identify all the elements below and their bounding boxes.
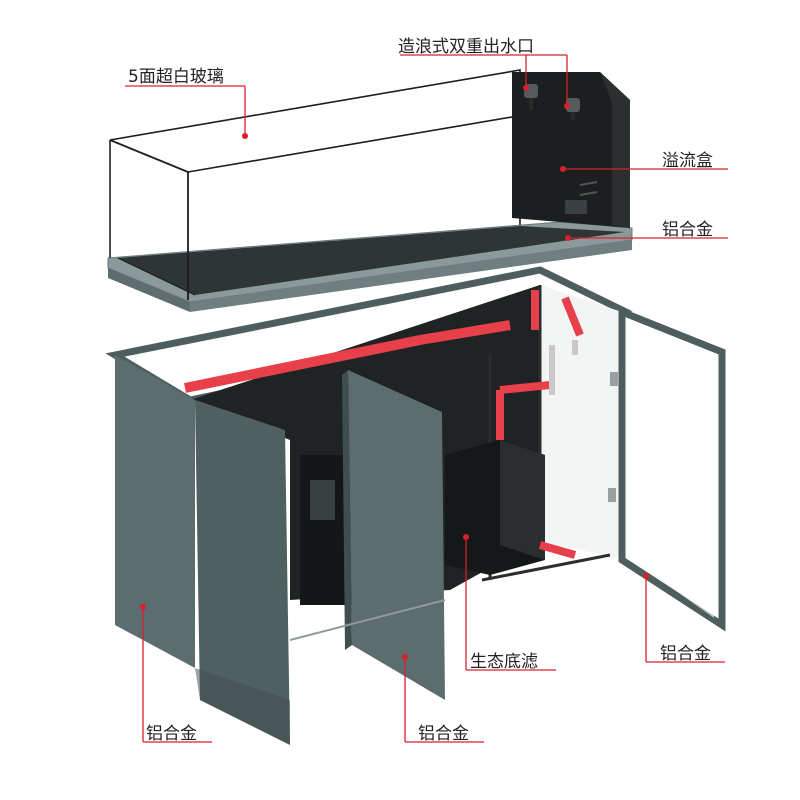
cabinet-left-panel — [115, 355, 195, 668]
leader-sump — [463, 534, 556, 671]
cabinet-left-door — [195, 400, 290, 745]
leader-overflow-box — [560, 166, 728, 172]
cabinet-middle-door — [348, 370, 445, 700]
cabinet-right-glass-door — [608, 306, 726, 632]
label-tank-base: 铝合金 — [662, 220, 713, 240]
label-right-door: 铝合金 — [660, 644, 711, 664]
leader-right-door — [643, 573, 725, 663]
leader-glass — [125, 85, 248, 139]
label-left-panel: 铝合金 — [146, 724, 197, 744]
leader-left-panel — [140, 604, 212, 743]
label-sump: 生态底滤 — [470, 652, 538, 672]
leader-outlet — [400, 54, 570, 109]
leader-tank-base — [565, 235, 728, 241]
aquarium-tank — [107, 69, 633, 312]
aquarium-cabinet — [105, 266, 726, 745]
overflow-box — [512, 72, 630, 228]
label-glass: 5面超白玻璃 — [128, 67, 224, 87]
plumbing-pipes — [183, 290, 584, 559]
tank-floor — [118, 226, 625, 295]
leader-middle-door — [402, 654, 484, 743]
label-outlet: 造浪式双重出水口 — [398, 37, 534, 57]
label-overflow-box: 溢流盒 — [662, 151, 713, 171]
glass-outline — [109, 69, 521, 225]
label-middle-door: 铝合金 — [418, 724, 469, 744]
